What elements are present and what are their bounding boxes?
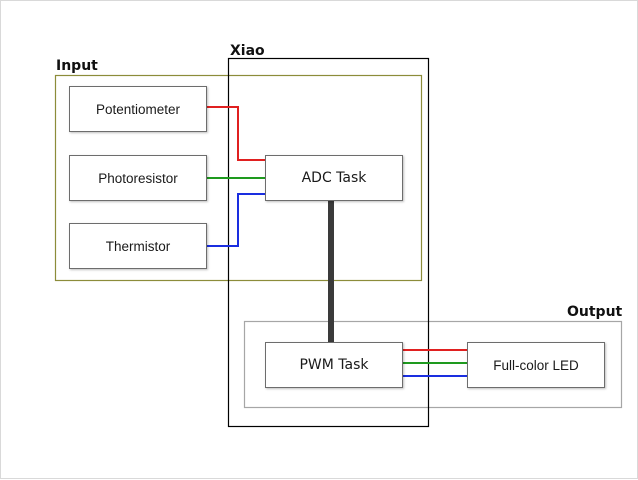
xiao-group-frame (227, 57, 430, 428)
potentiometer-wire (207, 106, 265, 161)
full-color-led-node: Full-color LED (467, 342, 605, 388)
adc-task-node: ADC Task (265, 155, 403, 201)
thermistor-node: Thermistor (69, 223, 207, 269)
output-group-frame (243, 320, 623, 409)
pwm-task-node: PWM Task (265, 342, 403, 388)
output-group-label: Output (567, 304, 623, 320)
input-group-label: Input (56, 58, 98, 74)
photoresistor-node: Photoresistor (69, 155, 207, 201)
input-group-frame (54, 74, 423, 282)
xiao-group-label: Xiao (230, 43, 265, 59)
potentiometer-node: Potentiometer (69, 86, 207, 132)
thermistor-wire (207, 193, 265, 247)
